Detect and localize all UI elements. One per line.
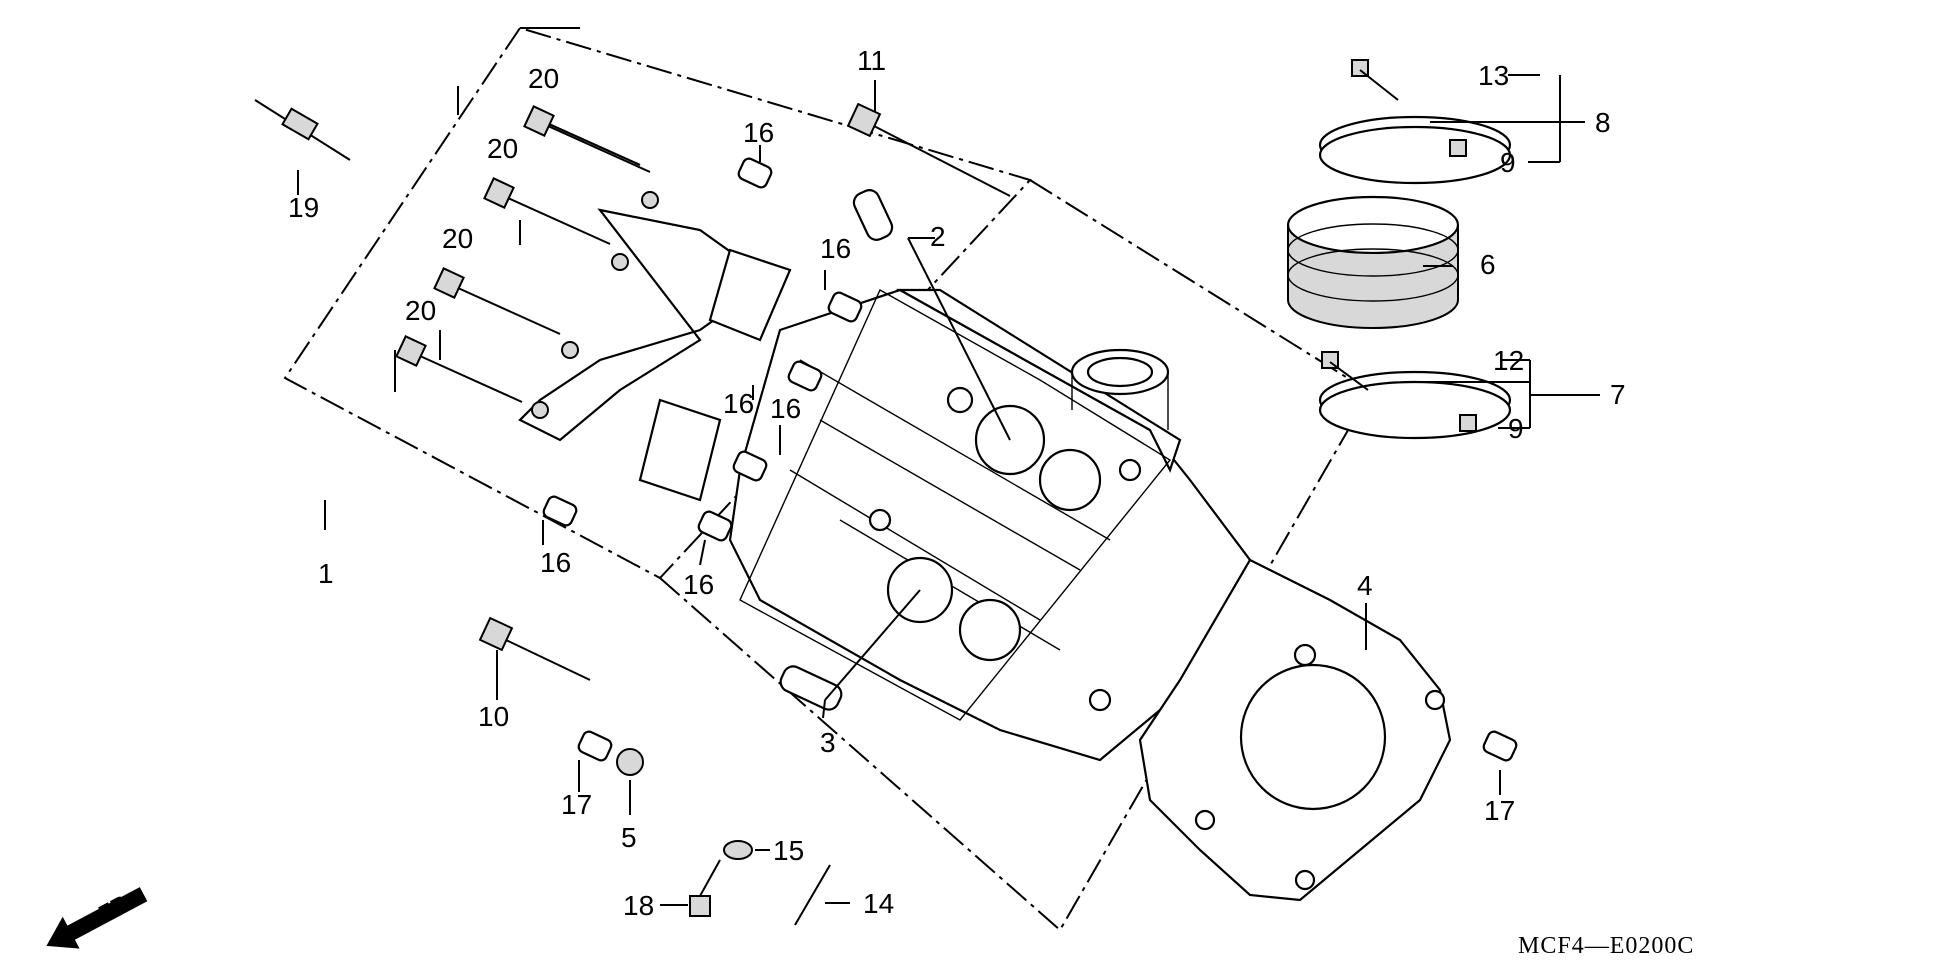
callout-8: 8 (1595, 107, 1611, 138)
leader-lines (297, 74, 1600, 906)
callout-20d: 20 (405, 295, 436, 326)
callout-16c: 16 (723, 388, 754, 419)
callout-5: 5 (621, 822, 637, 853)
nut-5 (616, 748, 644, 776)
callout-17b: 17 (1484, 795, 1515, 826)
callout-20a: 20 (528, 63, 559, 94)
camshaft-holder (518, 191, 792, 502)
front-arrow-icon (46, 887, 148, 949)
callout-16a: 16 (743, 117, 774, 148)
callout-17a: 17 (561, 789, 592, 820)
bolt-11 (846, 102, 1011, 197)
callout-10: 10 (478, 701, 509, 732)
callout-7: 7 (1610, 379, 1626, 410)
callout-11: 11 (857, 45, 886, 76)
small-fasteners (689, 840, 831, 926)
callout-16b: 16 (820, 233, 851, 264)
callout-4: 4 (1357, 570, 1373, 601)
callout-6: 6 (1480, 249, 1496, 280)
callout-18: 18 (623, 890, 654, 921)
spark-plug (254, 99, 351, 161)
callout-14: 14 (863, 888, 894, 919)
callout-2: 2 (930, 221, 946, 252)
callout-20c: 20 (442, 223, 473, 254)
callout-19: 19 (288, 192, 319, 223)
callout-13: 13 (1478, 60, 1509, 91)
callout-15: 15 (773, 835, 804, 866)
callout-20b: 20 (487, 133, 518, 164)
cover-gasket (739, 289, 1172, 721)
bolt-20-group (395, 105, 651, 403)
insulator-bands (1318, 59, 1512, 440)
cylinder-head (728, 288, 1252, 762)
callout-1: 1 (318, 558, 334, 589)
callout-9a: 9 (1500, 147, 1516, 178)
callout-labels: 1 2 3 4 5 6 7 8 9 9 10 11 12 13 14 15 16… (288, 45, 1626, 921)
dowel-pins (542, 157, 1518, 762)
callout-9b: 9 (1508, 413, 1524, 444)
callout-16d: 16 (770, 393, 801, 424)
callout-3: 3 (820, 727, 836, 758)
callout-16f: 16 (683, 569, 714, 600)
diagram-code: MCF4—E0200C (1518, 933, 1694, 959)
bolt-10 (478, 616, 591, 681)
callout-16e: 16 (540, 547, 571, 578)
intake-insulator (1286, 195, 1460, 329)
callout-12: 12 (1493, 345, 1524, 376)
head-gasket (1138, 558, 1452, 902)
